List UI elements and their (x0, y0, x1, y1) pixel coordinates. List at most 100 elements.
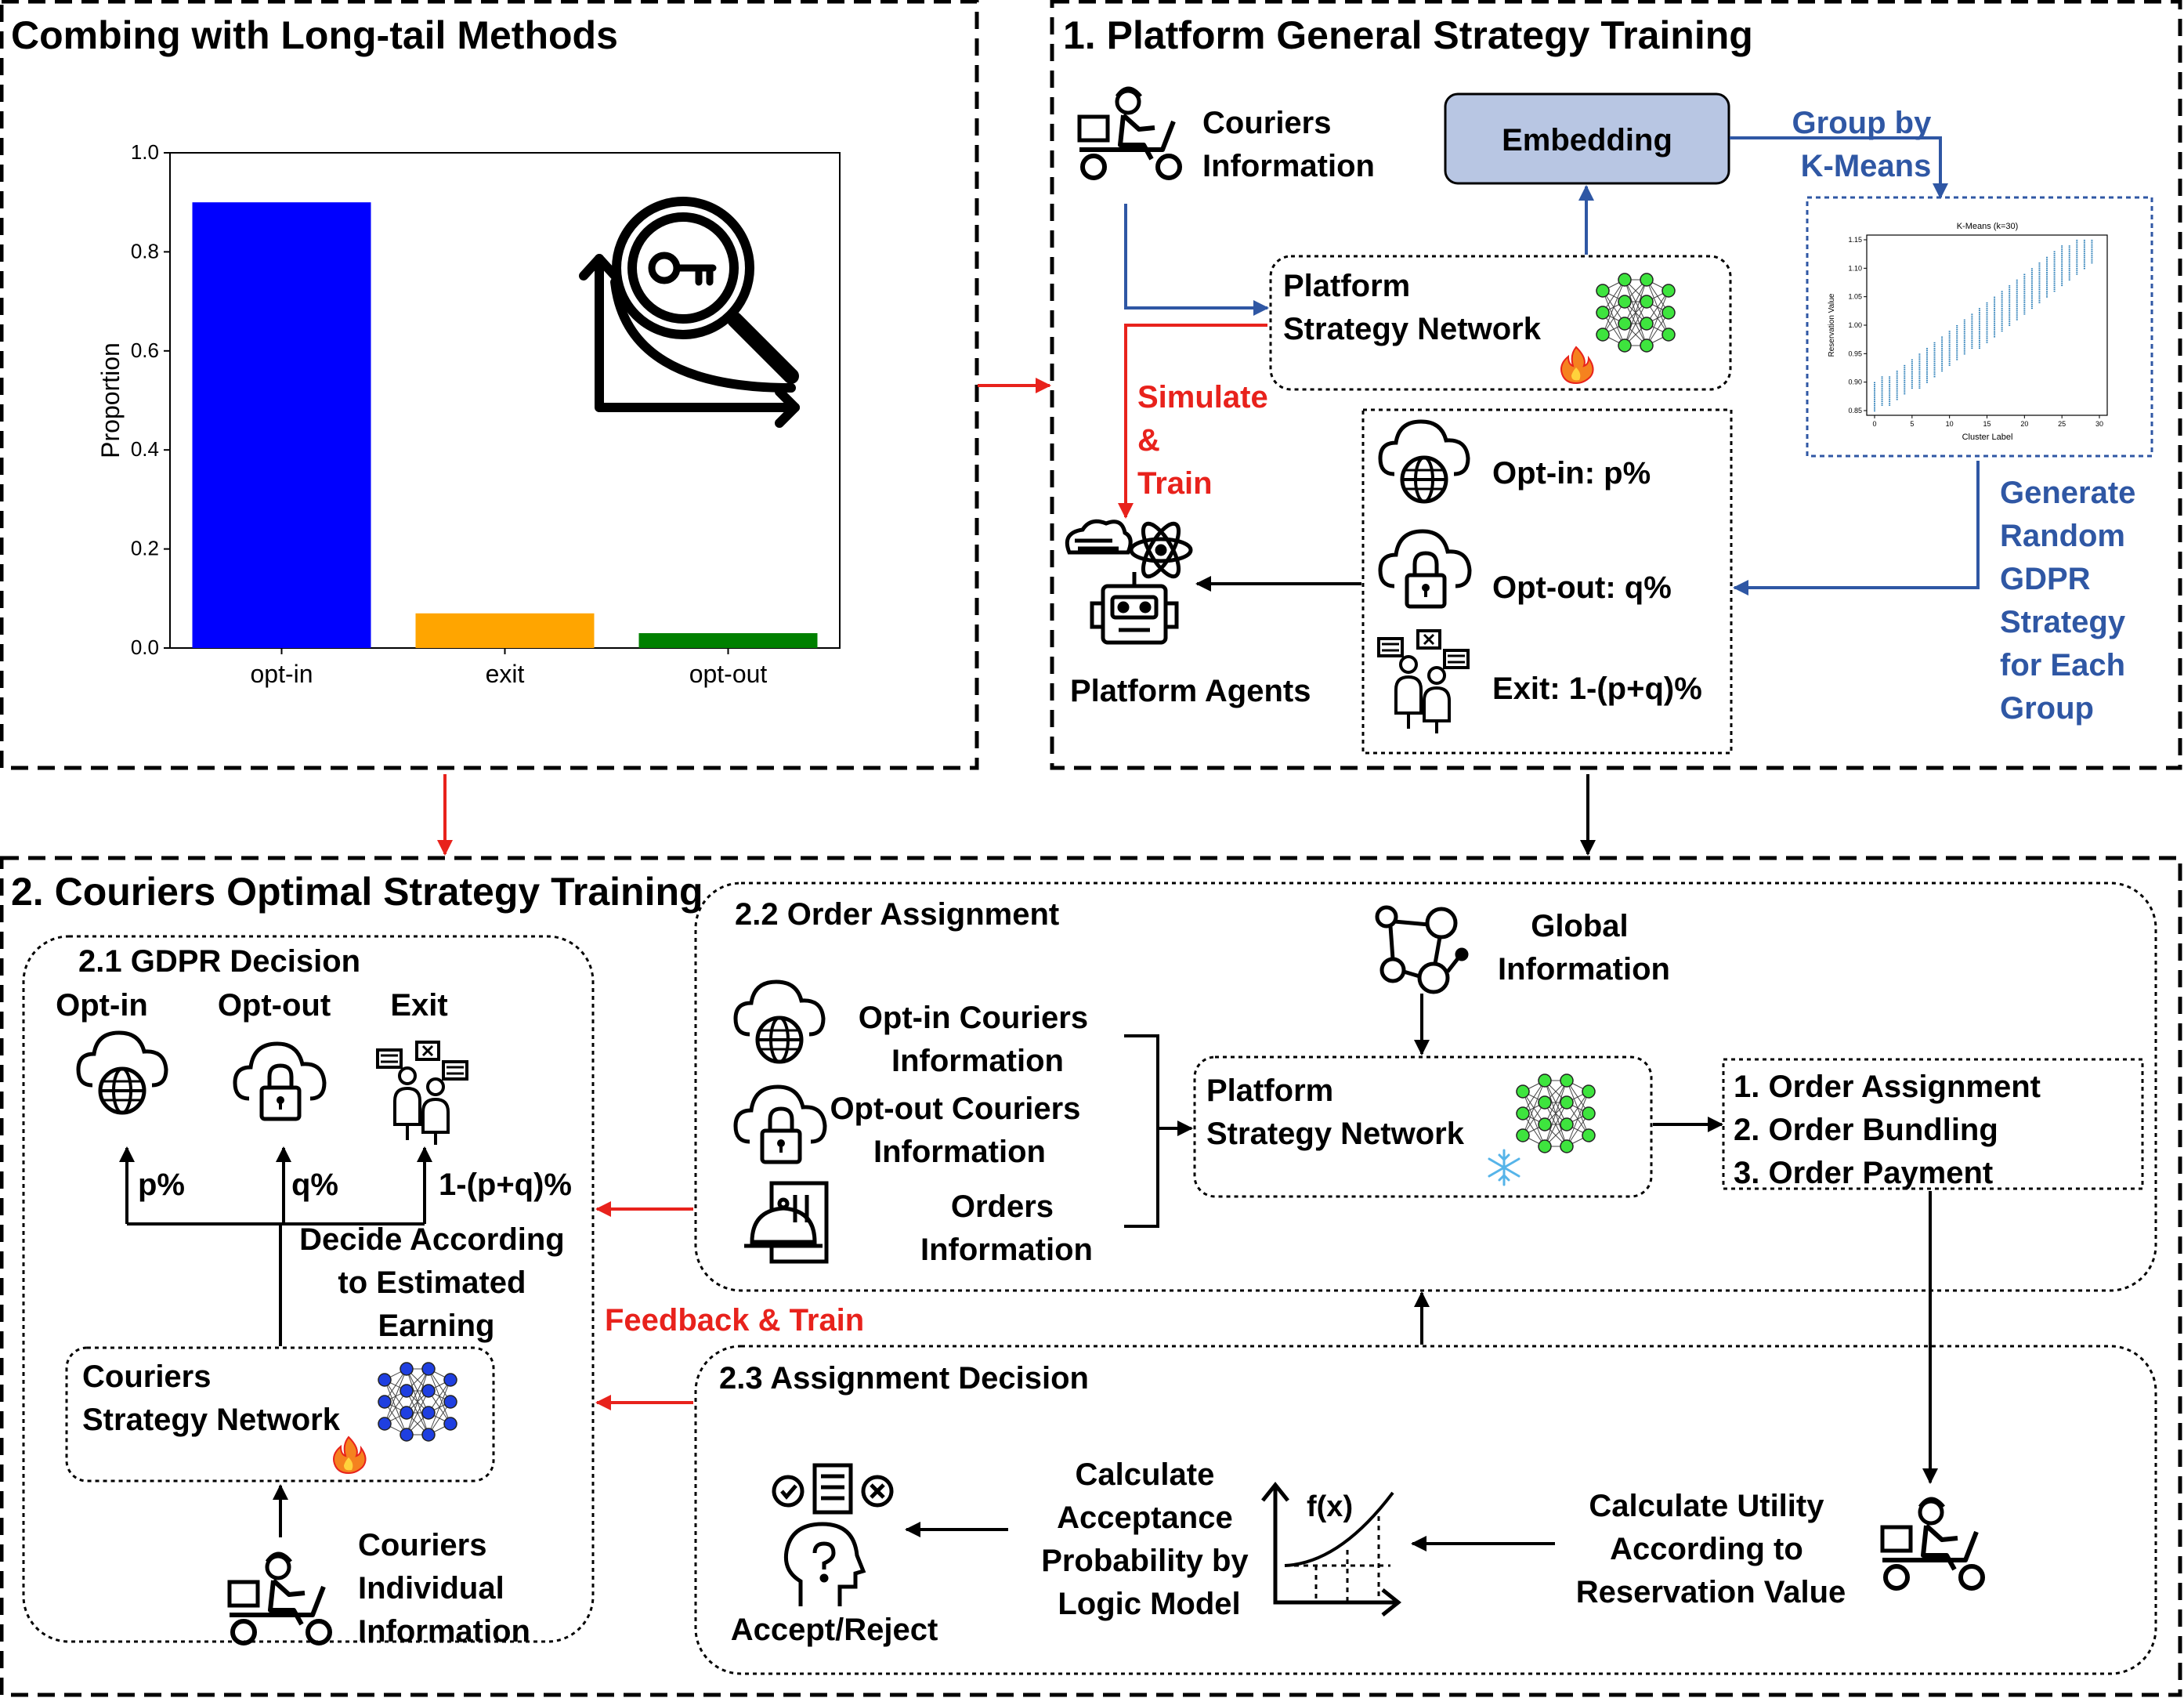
couriers-network-label: Couriers Strategy Network (82, 1359, 341, 1437)
kmeans-point (1933, 349, 1936, 351)
kmeans-point (2016, 304, 2018, 306)
simulate-train-label: Simulate & Train (1137, 380, 1277, 501)
kmeans-point (1994, 336, 1996, 338)
kmeans-point (1948, 332, 1951, 335)
kmeans-point (1948, 336, 1951, 338)
nn-node (400, 1362, 414, 1376)
kmeans-point (2068, 251, 2070, 252)
nn-node (1662, 306, 1676, 320)
kmeans-point (1918, 376, 1921, 378)
kmeans-point (1948, 351, 1951, 353)
nn-edge (1624, 301, 1647, 346)
kmeans-point (2068, 264, 2070, 266)
kmeans-point (2009, 317, 2011, 319)
kmeans-point (1889, 403, 1891, 404)
y-tick-label: 0.2 (131, 537, 159, 560)
calc-utility-label: Calculate Utility According to Reservati… (1576, 1489, 1846, 1609)
nn-node (421, 1428, 436, 1442)
kmeans-point (1971, 343, 1973, 346)
kmeans-point (2030, 275, 2033, 277)
kmeans-point (2030, 288, 2033, 291)
kmeans-point (1881, 399, 1883, 400)
kmeans-point (2038, 288, 2041, 291)
kmeans-point (2068, 260, 2070, 262)
kmeans-point (2023, 281, 2026, 283)
kmeans-point (1978, 328, 1980, 330)
kmeans-point (2061, 260, 2063, 262)
nn-node (443, 1417, 457, 1431)
kmeans-point (1978, 347, 1980, 349)
kmeans-point (1911, 383, 1913, 386)
kmeans-point (2083, 262, 2085, 264)
kmeans-point (2016, 311, 2018, 313)
longtail-title: Combing with Long-tail Methods (11, 13, 618, 57)
couriers-network-box (65, 1346, 495, 1483)
kmeans-point (1889, 384, 1891, 386)
kmeans-point (2023, 292, 2026, 294)
kmeans-point (2083, 252, 2085, 255)
kmeans-point (1986, 302, 1988, 304)
kmeans-point (1933, 353, 1936, 355)
y-axis-label: Proportion (96, 342, 125, 458)
kmeans-point (1874, 400, 1875, 403)
kmeans-point (1994, 296, 1996, 299)
kmeans-point (1881, 380, 1883, 382)
calc-prob-label: Calculate Acceptance Probability by Logi… (1041, 1457, 1257, 1621)
kmeans-point (1904, 364, 1906, 367)
kmeans-point (1994, 300, 1996, 302)
kmeans-point (2001, 324, 2003, 326)
kmeans-point (1896, 380, 1898, 382)
kmeans-point (1881, 400, 1883, 402)
platform-panel (1050, 0, 2182, 770)
kmeans-point (1925, 349, 1928, 351)
kmeans-point (1986, 320, 1988, 323)
kmeans-point (1889, 380, 1891, 382)
platform-network-box (1269, 255, 1732, 391)
kmeans-point (1925, 363, 1928, 364)
nn-edge (1624, 279, 1647, 324)
optout-cloud-lock-icon (736, 1087, 825, 1162)
nn-node (421, 1384, 436, 1398)
kmeans-point (2083, 260, 2085, 262)
gdpr-p-label: p% (138, 1168, 185, 1202)
kmeans-y-tick-label: 1.10 (1848, 264, 1862, 272)
kmeans-point (1948, 359, 1951, 360)
kmeans-point (1889, 389, 1891, 391)
kmeans-point (2091, 256, 2093, 258)
kmeans-point (1986, 336, 1988, 338)
kmeans-point (1889, 393, 1891, 395)
y-axis-ticks: 0.00.20.40.60.81.0 (131, 140, 170, 659)
kmeans-point (2046, 272, 2048, 273)
kmeans-point (2023, 302, 2026, 303)
nn-node (1560, 1095, 1574, 1110)
kmeans-point (2038, 277, 2041, 279)
kmeans-point (1963, 340, 1965, 342)
kmeans-point (2030, 307, 2033, 310)
kmeans-point (1971, 340, 1973, 342)
kmeans-point (1978, 315, 1980, 317)
kmeans-point (2030, 281, 2033, 283)
kmeans-point (1963, 351, 1965, 353)
kmeans-point (1978, 312, 1980, 313)
kmeans-point (2030, 268, 2033, 270)
gdpr-decision-box (22, 935, 595, 1643)
kmeans-point (2009, 285, 2011, 287)
kmeans-point (1948, 344, 1951, 346)
longtail-panel (0, 0, 979, 770)
kmeans-point (2016, 307, 2018, 310)
kmeans-point (1904, 383, 1906, 386)
gdpr-decision-title: 2.1 GDPR Decision (78, 944, 360, 979)
kmeans-point (2053, 271, 2056, 273)
kmeans-point (2038, 273, 2041, 275)
nn-node (1618, 317, 1632, 331)
kmeans-point (1881, 403, 1883, 404)
kmeans-point (1911, 372, 1913, 374)
kmeans-point (1904, 380, 1906, 382)
kmeans-point (1911, 364, 1913, 367)
kmeans-point (2046, 284, 2048, 287)
opt-out-rate: Opt-out: q% (1492, 570, 1672, 605)
y-tick-label: 1.0 (131, 140, 159, 164)
kmeans-point (2016, 279, 2018, 281)
kmeans-y-tick-label: 1.05 (1848, 293, 1862, 301)
kmeans-point (2038, 275, 2041, 277)
